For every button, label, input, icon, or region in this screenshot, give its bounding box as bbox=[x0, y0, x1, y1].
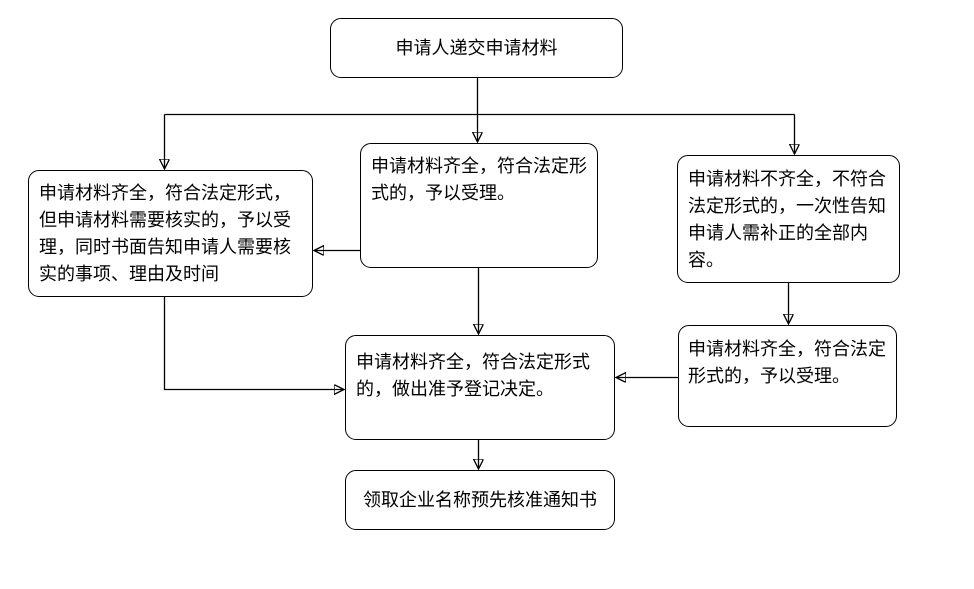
node-incomplete: 申请材料不齐全，不符合法定形式的，一次性告知申请人需补正的全部内容。 bbox=[677, 155, 900, 283]
node-verify: 申请材料齐全，符合法定形式，但申请材料需要核实的，予以受理，同时书面告知申请人需… bbox=[28, 170, 313, 297]
connector-verify-to-decision bbox=[163, 297, 345, 390]
node-decision: 申请材料齐全，符合法定形式的，做出准予登记决定。 bbox=[345, 335, 615, 440]
node-start-label: 申请人递交申请材料 bbox=[395, 37, 558, 59]
node-accept2-label: 申请材料齐全，符合法定形式的，予以受理。 bbox=[688, 339, 886, 387]
node-start: 申请人递交申请材料 bbox=[330, 18, 623, 78]
connector-start-trunk bbox=[164, 78, 795, 116]
node-finish: 领取企业名称预先核准通知书 bbox=[345, 470, 615, 530]
node-accept: 申请材料齐全，符合法定形式的，予以受理。 bbox=[360, 143, 598, 268]
node-incomplete-label: 申请材料不齐全，不符合法定形式的，一次性告知申请人需补正的全部内容。 bbox=[688, 169, 886, 271]
node-verify-label: 申请材料齐全，符合法定形式，但申请材料需要核实的，予以受理，同时书面告知申请人需… bbox=[39, 183, 291, 285]
node-decision-label: 申请材料齐全，符合法定形式的，做出准予登记决定。 bbox=[356, 352, 590, 400]
node-accept2: 申请材料齐全，符合法定形式的，予以受理。 bbox=[678, 325, 897, 427]
node-accept-label: 申请材料齐全，符合法定形式的，予以受理。 bbox=[371, 156, 587, 204]
node-finish-label: 领取企业名称预先核准通知书 bbox=[363, 489, 597, 511]
